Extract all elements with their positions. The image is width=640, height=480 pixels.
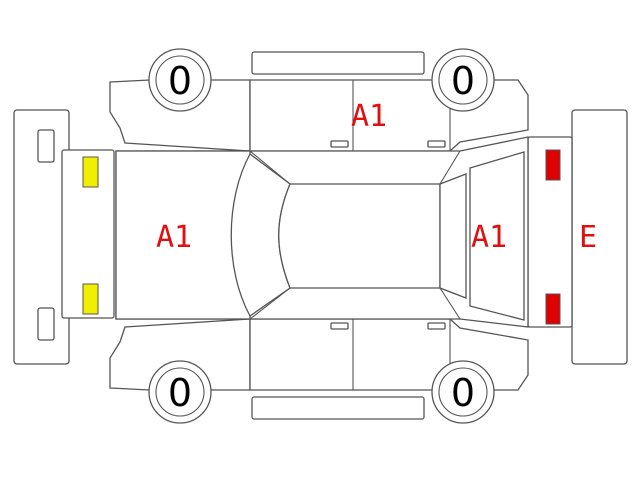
tire-rear-right-value: 0 [451,371,475,415]
tire-front-left-value: 0 [168,59,192,103]
front-bumper [13,109,115,365]
tire-front-right-value: 0 [168,371,192,415]
tire-front-left: 0 [148,48,212,112]
top-view-body [115,136,529,328]
roof-damage-code: A1 [351,99,387,134]
tire-rear-left: 0 [431,48,495,112]
tire-rear-left-value: 0 [451,59,475,103]
rear-left-taillight [545,149,561,181]
rear-bumper [527,109,628,365]
hood-damage-code: A1 [156,220,192,255]
left-side-profile [109,51,529,186]
rear-glass-damage-code: A1 [471,220,507,255]
tire-rear-right: 0 [431,360,495,424]
front-right-headlight [82,283,99,315]
tire-front-right: 0 [148,360,212,424]
rear-right-taillight [545,293,561,325]
front-left-headlight [82,156,99,188]
rear-bumper-damage-code: E [579,220,597,255]
